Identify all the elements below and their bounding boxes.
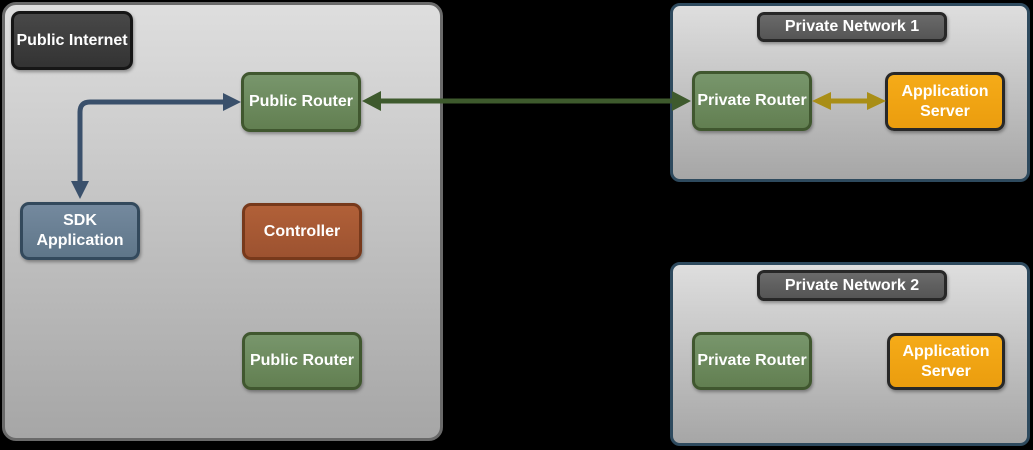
private-network-1-title-text: Private Network 1 xyxy=(784,18,920,36)
public-internet-label-text: Public Internet xyxy=(16,31,128,49)
node-controller-label: Controller xyxy=(263,222,341,240)
node-public-router-top: Public Router xyxy=(241,72,361,132)
private-network-2: Private Network 2 Private Router Applica… xyxy=(670,262,1030,446)
public-internet-network: Public Internet Public Router SDK Applic… xyxy=(2,2,443,441)
node-private-router-1-label: Private Router xyxy=(697,92,807,110)
node-application-server-2: Application Server xyxy=(887,333,1005,390)
node-application-server-2-label: Application Server xyxy=(902,342,990,380)
node-private-router-2: Private Router xyxy=(692,332,812,390)
node-public-router-bottom-label: Public Router xyxy=(249,352,354,370)
node-application-server-1: Application Server xyxy=(885,72,1005,131)
node-public-router-bottom: Public Router xyxy=(242,332,362,390)
node-sdk-application: SDK Application xyxy=(20,202,140,260)
node-controller: Controller xyxy=(242,203,362,260)
node-sdk-application-label: SDK Application xyxy=(36,212,124,249)
public-internet-label: Public Internet xyxy=(11,11,133,70)
private-network-2-title: Private Network 2 xyxy=(757,270,947,301)
node-application-server-1-label: Application Server xyxy=(901,82,989,120)
node-public-router-top-label: Public Router xyxy=(248,93,353,111)
private-network-1: Private Network 1 Private Router Applica… xyxy=(670,3,1030,182)
private-network-1-title: Private Network 1 xyxy=(757,12,947,42)
node-private-router-1: Private Router xyxy=(692,71,812,131)
private-network-2-title-text: Private Network 2 xyxy=(784,276,920,294)
node-private-router-2-label: Private Router xyxy=(697,352,807,370)
